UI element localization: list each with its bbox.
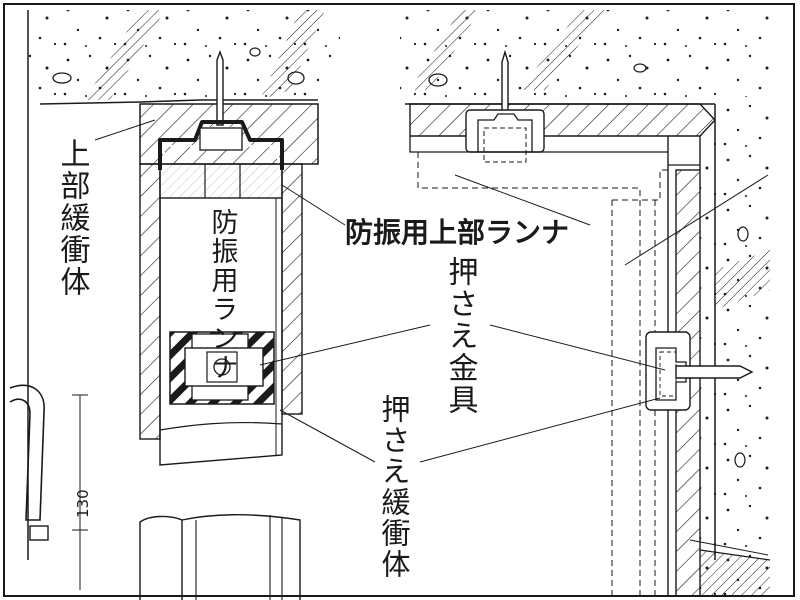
label-vibration-runner: 防振用ランナ (207, 208, 239, 382)
clip-bracket-right-top (465, 109, 545, 163)
right-ceiling-slab (400, 10, 770, 105)
leader-lines (94, 119, 769, 556)
label-press-cushion: 押さえ緩衝体 (377, 394, 411, 580)
nail-right-side (675, 365, 754, 379)
label-vibration-upper-runner: 防振用上部ランナ (345, 216, 569, 249)
label-press-fitting: 押さえ金具 (443, 256, 479, 416)
right-wall (700, 90, 770, 596)
press-fitting-left (169, 331, 275, 405)
upper-cushion-block-right (409, 103, 716, 137)
frame-border (3, 3, 795, 597)
lower-stud-left (139, 514, 301, 600)
left-ceiling-slab (27, 10, 340, 105)
dimension-130-marker (72, 394, 88, 590)
vibration-runner-channel (139, 163, 303, 466)
label-upper-cushion: 上部緩衝体 (55, 138, 91, 298)
right-bottom-slab (699, 549, 771, 596)
left-edge-detail (9, 384, 49, 541)
nail-left (216, 50, 224, 126)
clip-bracket-left (158, 120, 284, 170)
label-dimension-130: 130 (74, 489, 92, 518)
